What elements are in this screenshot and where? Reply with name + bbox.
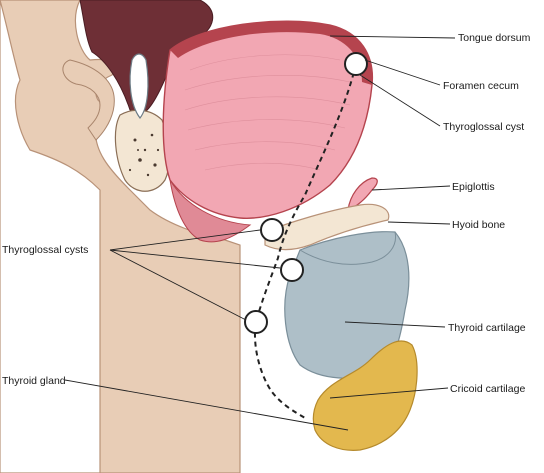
label-thyroid-gland: Thyroid gland (2, 375, 66, 387)
tongue-dorsum-rim (170, 21, 373, 85)
hyoid-bone (264, 203, 390, 251)
thyroglossal-duct (254, 63, 357, 419)
bone-texture (128, 133, 160, 177)
cartilage-detail (299, 231, 397, 265)
label-hyoid-bone: Hyoid bone (452, 219, 505, 231)
leader-lines (64, 35, 456, 431)
label-thyroid-cartilage: Thyroid cartilage (448, 322, 526, 334)
label-thyroglossal-cysts: Thyroglossal cysts (2, 244, 88, 256)
tongue-base (169, 179, 252, 243)
epiglottis (347, 177, 378, 211)
cyst-thyroid (244, 310, 268, 334)
label-foramen-cecum: Foramen cecum (443, 80, 519, 92)
thyroid-gland (312, 340, 418, 451)
cyst-foramen-cecum (344, 52, 368, 76)
label-cricoid-cartilage: Cricoid cartilage (450, 383, 525, 395)
cyst-hyoid-lower (280, 258, 304, 282)
label-thyroglossal-cyst: Thyroglossal cyst (443, 121, 524, 133)
tongue-fibers (184, 54, 351, 171)
mandible-bone (114, 109, 170, 192)
label-tongue-dorsum: Tongue dorsum (458, 32, 531, 44)
label-epiglottis: Epiglottis (452, 181, 495, 193)
chin-outline (0, 0, 101, 473)
lower-lip (62, 59, 115, 141)
cyst-hyoid-upper (260, 218, 284, 242)
tooth (129, 53, 149, 119)
